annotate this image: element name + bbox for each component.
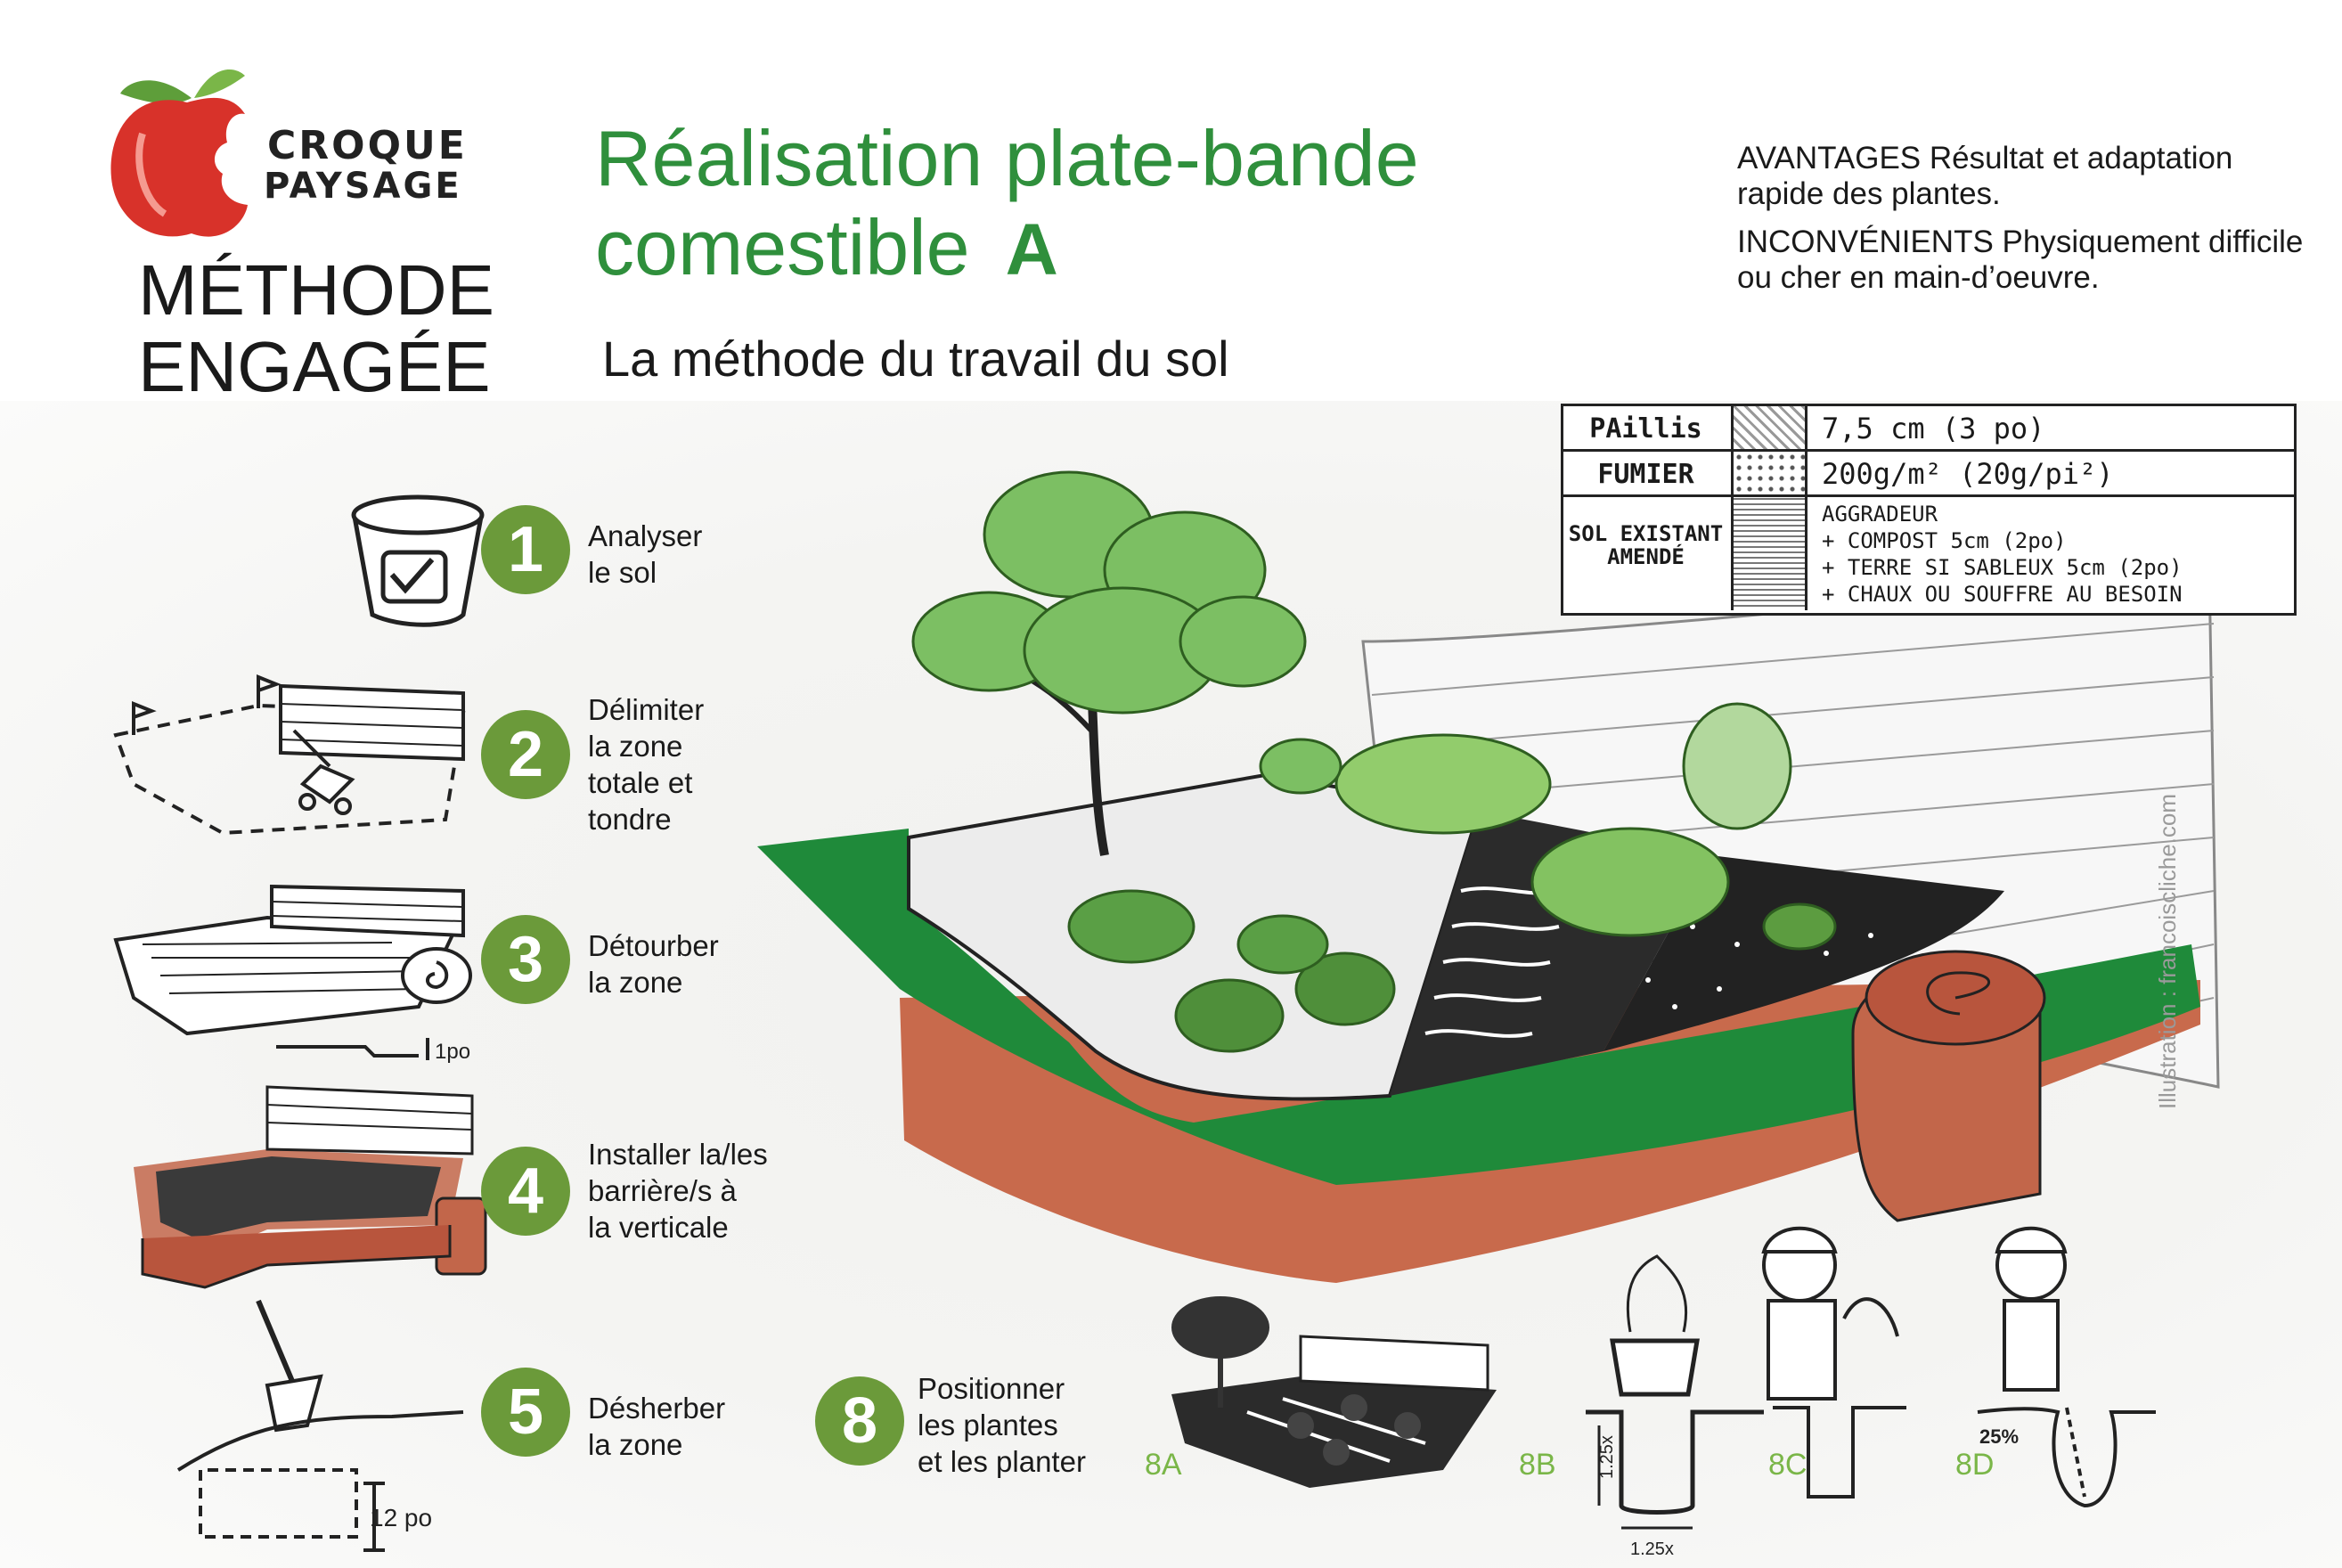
substep-8c-icon: [1761, 1226, 1906, 1499]
pros-cons: AVANTAGES Résultat et adaptation rapide …: [1737, 141, 2307, 308]
substep-8c-label: 8C: [1768, 1448, 1808, 1482]
legend-row-manure: FUMIER 200g/m² (20g/pi²): [1563, 452, 2294, 497]
depth-label-3: 1po: [435, 1040, 470, 1064]
logo-text-line2: PAYSAGE: [264, 166, 462, 207]
substep-8d-label: 8D: [1955, 1448, 1995, 1482]
step-1-badge: 1: [481, 505, 570, 594]
substep-8a-label: 8A: [1145, 1448, 1182, 1482]
fork-weeding-icon: [176, 1299, 464, 1552]
method-title: MÉTHODE ENGAGÉE: [138, 250, 494, 406]
logo-text-line1: CROQUE: [267, 123, 468, 168]
substep-8b-label: 8B: [1519, 1448, 1556, 1482]
manure-swatch-icon: [1731, 452, 1808, 494]
legend-row-soil: SOL EXISTANT AMENDÉ AGGRADEUR + COMPOST …: [1563, 497, 2294, 610]
slope-label: 25%: [1979, 1425, 2019, 1448]
variant-letter: A: [1005, 209, 1058, 290]
substep-8b-icon: [1586, 1254, 1764, 1530]
mulch-swatch-icon: [1731, 406, 1808, 449]
illustration-credit: Illustration : francoiscliche.com: [2154, 793, 2181, 1109]
ratio-label-h: 1.25x: [1630, 1539, 1674, 1559]
sod-removal-icon: [113, 884, 472, 1060]
legend-row-mulch: PAillis 7,5 cm (3 po): [1563, 406, 2294, 452]
apple-logo-icon: [110, 69, 248, 237]
ratio-label-v: 1.25x: [1597, 1435, 1617, 1479]
foliage: [911, 470, 1837, 1053]
step-4-badge: 4: [481, 1147, 570, 1236]
depth-label-5: 12 po: [370, 1504, 432, 1531]
soil-test-cup-icon: [351, 494, 485, 627]
substep-8a-icon: [1171, 1296, 1497, 1488]
step-3-badge: 3: [481, 915, 570, 1004]
layer-legend-table: PAillis 7,5 cm (3 po) FUMIER 200g/m² (20…: [1561, 404, 2297, 616]
step-8-badge: 8: [815, 1376, 904, 1466]
soil-swatch-icon: [1731, 497, 1808, 610]
step-5-badge: 5: [481, 1368, 570, 1457]
drawbacks-text: INCONVÉNIENTS Physiquement difficile ou …: [1737, 225, 2304, 295]
advantages-text: AVANTAGES Résultat et adaptation rapide …: [1737, 141, 2233, 211]
step-2-badge: 2: [481, 710, 570, 799]
subtitle: La méthode du travail du sol: [602, 331, 1229, 387]
substep-8d-icon: [1977, 1226, 2156, 1508]
barrier-install-icon: [134, 1085, 487, 1289]
delimit-zone-icon: [113, 674, 466, 836]
